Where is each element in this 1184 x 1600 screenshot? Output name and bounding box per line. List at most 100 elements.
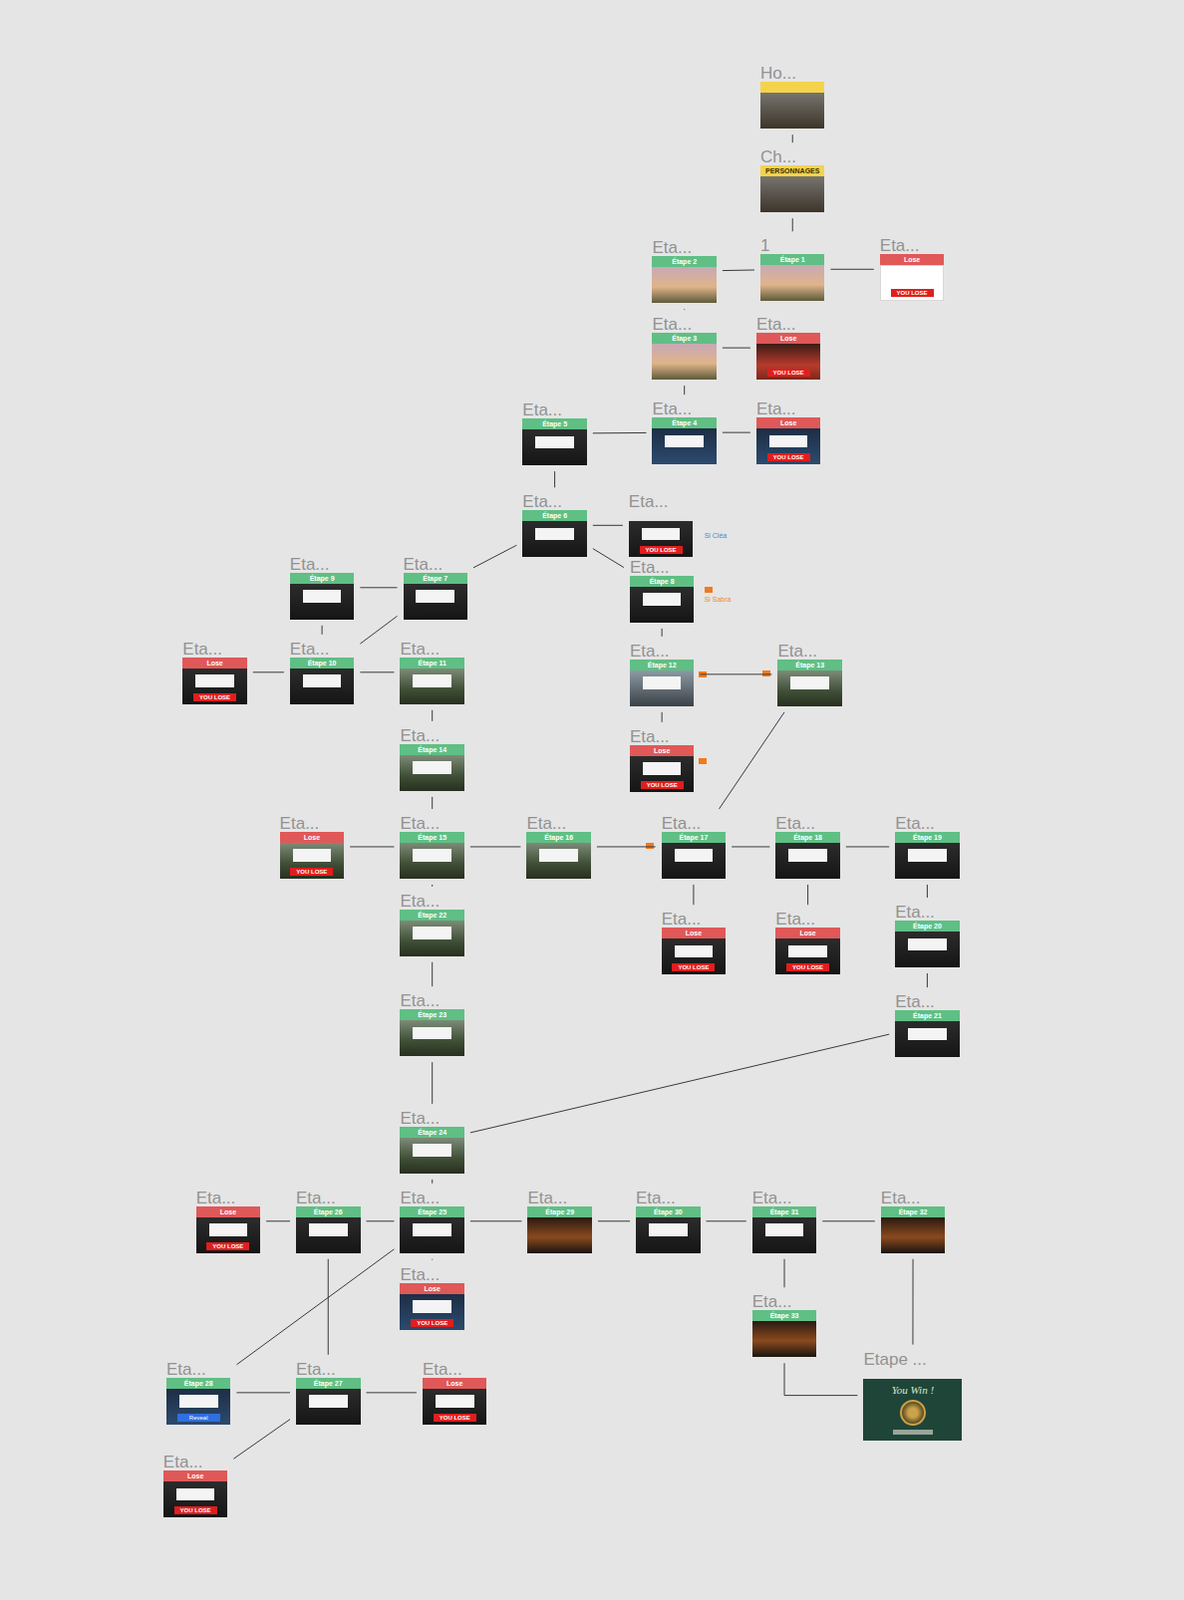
frame-name: Eta... xyxy=(777,642,843,660)
frame-tag: Lose xyxy=(163,1471,229,1482)
lose-banner: YOU LOSE xyxy=(174,1506,218,1515)
frame-name: Eta... xyxy=(775,815,841,833)
frame-tag: Étape 3 xyxy=(651,332,717,344)
frame-name: Eta... xyxy=(894,815,960,833)
flow-connector xyxy=(366,1392,417,1394)
frame-tag: Étape 5 xyxy=(522,418,588,430)
frame-name: Eta... xyxy=(290,556,355,574)
screen-thumbnail xyxy=(526,843,592,880)
frame-tag: Lose xyxy=(280,832,345,844)
marker-square xyxy=(762,670,771,677)
frame-name: Eta... xyxy=(399,1110,465,1128)
dialog-card xyxy=(293,849,332,863)
frame-name: Eta... xyxy=(651,400,717,418)
flow-connector xyxy=(359,587,397,589)
dialog-card xyxy=(648,1223,688,1237)
flow-connector xyxy=(784,1259,786,1288)
dialog-card xyxy=(415,590,455,603)
screen-frame: Eta...Étape 4 xyxy=(651,400,717,465)
screen-frame: Eta...Étape 5 xyxy=(522,401,588,466)
screen-frame: Eta...Étape 12 xyxy=(629,642,695,707)
frame-name: Eta... xyxy=(399,992,465,1010)
dialog-card xyxy=(907,849,947,863)
screen-frame: Eta...Étape 25 xyxy=(399,1189,465,1254)
frame-tag: Étape 12 xyxy=(629,659,695,671)
dialog-card xyxy=(412,674,452,688)
screen-thumbnail: YOU LOSE xyxy=(880,265,945,301)
screen-thumbnail: Reveal xyxy=(166,1389,232,1426)
dialog-card xyxy=(308,1223,348,1237)
screen-thumbnail xyxy=(760,265,826,301)
screen-thumbnail: YOU LOSE xyxy=(756,343,822,380)
screen-thumbnail xyxy=(760,92,826,129)
frame-name: Eta... xyxy=(399,815,465,833)
screen-frame: Eta...LoseYOU LOSE xyxy=(775,910,841,975)
screen-frame: Eta...LoseYOU LOSE xyxy=(661,910,727,975)
screen-frame: Eta...Étape 18 xyxy=(775,815,841,880)
frame-tag: Étape 9 xyxy=(290,573,355,585)
frame-tag xyxy=(760,81,826,93)
frame-tag: Étape 27 xyxy=(296,1378,361,1390)
dialog-card xyxy=(788,945,828,959)
dialog-card xyxy=(302,590,342,603)
frame-name: Etape ... xyxy=(863,1351,962,1369)
flow-connector xyxy=(683,308,685,311)
frame-tag: Lose xyxy=(422,1378,488,1390)
flow-connector xyxy=(431,885,433,888)
screen-frame: Eta...LoseYOU LOSE xyxy=(163,1454,229,1518)
frame-name: Eta... xyxy=(522,401,588,419)
screen-thumbnail xyxy=(399,843,465,880)
flow-connector xyxy=(592,525,623,527)
flow-connector xyxy=(830,269,874,271)
branch-note: Si Sabra xyxy=(704,595,732,603)
flow-connector xyxy=(473,545,517,569)
flow-connector xyxy=(597,1220,630,1222)
flow-connector xyxy=(266,1220,291,1222)
dialog-card xyxy=(788,849,828,863)
marker-square xyxy=(704,587,713,593)
flow-connector xyxy=(792,134,794,143)
screen-thumbnail xyxy=(522,521,588,558)
frame-name: Eta... xyxy=(166,1361,232,1379)
screen-thumbnail xyxy=(629,670,695,707)
lose-banner: YOU LOSE xyxy=(640,781,684,790)
flow-connector xyxy=(236,1392,291,1394)
dialog-card xyxy=(641,528,681,542)
screen-thumbnail xyxy=(752,1217,818,1254)
dialog-card xyxy=(769,435,809,449)
flow-connector xyxy=(731,846,770,848)
screen-thumbnail: YOU LOSE xyxy=(629,756,695,793)
branch-note: Si Cléa xyxy=(704,532,728,540)
flow-connector xyxy=(683,385,685,395)
flow-connector xyxy=(692,885,694,905)
screen-thumbnail: YOU LOSE xyxy=(628,521,694,558)
frame-tag: Étape 24 xyxy=(399,1127,465,1139)
dialog-card xyxy=(642,762,682,776)
frame-name: Ch... xyxy=(760,148,826,166)
frame-name: Eta... xyxy=(526,815,592,833)
screen-frame: Eta...Étape 14 xyxy=(399,727,465,792)
frame-tag: Étape 26 xyxy=(296,1206,361,1218)
flow-connector xyxy=(792,218,794,232)
dialog-card xyxy=(308,1395,348,1409)
frame-tag: Étape 15 xyxy=(399,832,465,844)
flow-connector xyxy=(926,885,928,898)
frame-tag: Étape 16 xyxy=(526,832,592,844)
frame-tag: Étape 18 xyxy=(775,832,841,844)
lose-banner: YOU LOSE xyxy=(433,1414,477,1423)
frame-tag: Étape 4 xyxy=(651,417,717,429)
frame-tag: Étape 28 xyxy=(166,1378,232,1390)
win-title: You Win ! xyxy=(891,1384,934,1398)
screen-frame: Eta...LoseYOU LOSE xyxy=(182,640,248,705)
flow-connector xyxy=(431,962,433,987)
dialog-card xyxy=(642,676,682,690)
dialog-card xyxy=(412,1144,452,1158)
flow-connector xyxy=(661,628,663,637)
flow-connector xyxy=(253,671,285,673)
frame-name: Eta... xyxy=(661,815,727,833)
frame-name: Eta... xyxy=(296,1361,361,1379)
screen-frame: Eta...Étape 16 xyxy=(526,815,592,880)
screen-frame: Eta...Étape 26 xyxy=(296,1189,361,1254)
screen-thumbnail xyxy=(651,343,717,380)
screen-frame: Eta...Étape 31 xyxy=(752,1189,818,1254)
